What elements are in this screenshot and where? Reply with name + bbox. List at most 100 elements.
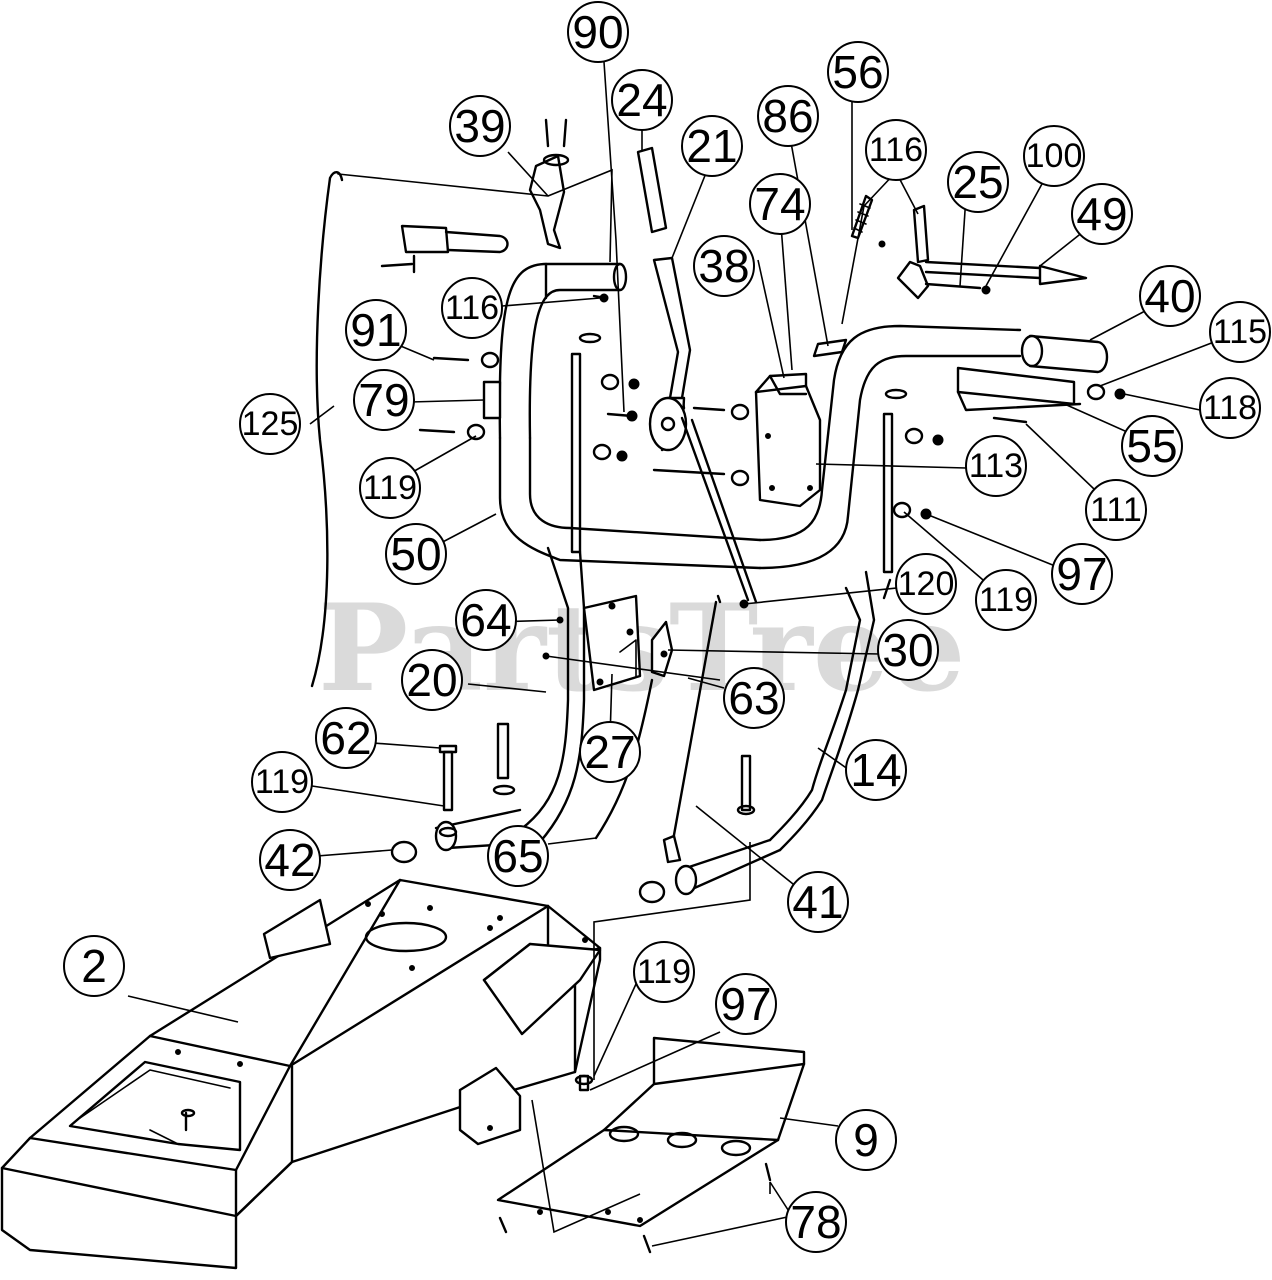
callout-63: 63 [723,667,785,729]
svg-text:65: 65 [492,830,543,882]
svg-text:63: 63 [728,672,779,724]
svg-text:2: 2 [81,940,107,992]
callout-42: 42 [259,829,321,891]
callout-39: 39 [449,95,511,157]
callout-25: 25 [947,151,1009,213]
svg-text:115: 115 [1213,313,1267,351]
svg-text:49: 49 [1076,188,1127,240]
callout-118: 118 [1199,377,1261,439]
svg-text:119: 119 [255,763,309,801]
callout-97-b: 97 [715,973,777,1035]
callout-41: 41 [787,871,849,933]
svg-text:118: 118 [1203,389,1257,427]
callout-120: 120 [895,553,957,615]
callout-91: 91 [345,299,407,361]
callout-27: 27 [579,721,641,783]
callout-86: 86 [757,85,819,147]
svg-text:90: 90 [572,6,623,58]
callout-119-b: 119 [975,569,1037,631]
svg-text:25: 25 [952,156,1003,208]
upper-handle [498,262,1022,570]
callout-79: 79 [353,369,415,431]
svg-text:74: 74 [754,178,805,230]
svg-text:55: 55 [1126,420,1177,472]
callout-62: 62 [315,707,377,769]
svg-text:119: 119 [363,469,417,507]
callout-113: 113 [965,435,1027,497]
callout-119-a: 119 [359,457,421,519]
callout-21: 21 [681,115,743,177]
bracket-plate [380,224,509,274]
svg-text:64: 64 [460,594,511,646]
svg-text:119: 119 [979,581,1033,619]
svg-text:120: 120 [898,565,955,603]
svg-text:79: 79 [358,374,409,426]
callout-125: 125 [239,393,301,455]
callout-49: 49 [1071,183,1133,245]
svg-text:125: 125 [242,405,299,443]
lower-bolts [390,722,772,1254]
grip-24 [636,146,668,234]
callout-55: 55 [1121,415,1183,477]
fasteners [418,293,1126,660]
callout-119-c: 119 [251,751,313,813]
svg-text:20: 20 [406,654,457,706]
svg-text:97: 97 [1056,548,1107,600]
svg-text:30: 30 [882,624,933,676]
callout-111: 111 [1085,479,1147,541]
clamp-39 [528,118,570,250]
cables-rods [310,171,758,864]
cable-pivot-25 [878,204,1088,300]
svg-text:56: 56 [832,46,883,98]
callout-30: 30 [877,619,939,681]
svg-text:119: 119 [637,953,691,991]
svg-text:40: 40 [1144,270,1195,322]
callout-2: 2 [63,935,125,997]
svg-text:116: 116 [869,131,923,169]
callout-40: 40 [1139,265,1201,327]
svg-text:100: 100 [1026,137,1083,175]
svg-text:62: 62 [320,712,371,764]
callout-9: 9 [835,1109,897,1171]
svg-text:86: 86 [762,90,813,142]
callout-119-d: 119 [633,941,695,1003]
label-79 [482,380,502,420]
svg-text:113: 113 [969,447,1023,485]
callout-64: 64 [455,589,517,651]
callout-65: 65 [487,825,549,887]
svg-text:78: 78 [790,1196,841,1248]
grip-55 [956,366,1082,412]
svg-text:50: 50 [390,528,441,580]
callout-20: 20 [401,649,463,711]
cover-plate [496,1036,806,1228]
svg-text:39: 39 [454,100,505,152]
callout-14: 14 [845,739,907,801]
callout-78: 78 [785,1191,847,1253]
svg-text:27: 27 [584,726,635,778]
svg-text:24: 24 [616,74,667,126]
chassis-deck [0,878,602,1270]
callout-56: 56 [827,41,889,103]
svg-text:91: 91 [350,304,401,356]
lever-30 [650,620,674,678]
callout-116-top: 116 [865,119,927,181]
lever-21 [648,256,692,452]
callout-100: 100 [1023,125,1085,187]
callout-115: 115 [1209,301,1271,363]
callout-97-a: 97 [1051,543,1113,605]
svg-text:21: 21 [686,120,737,172]
plate-86 [812,338,848,358]
svg-text:111: 111 [1090,491,1142,529]
svg-text:42: 42 [264,834,315,886]
callout-90: 90 [567,1,629,63]
callout-74: 74 [749,173,811,235]
svg-text:14: 14 [850,744,901,796]
svg-text:41: 41 [792,876,843,928]
grip-40 [1020,334,1109,374]
svg-text:116: 116 [445,289,499,327]
control-box [754,372,822,508]
callout-116-mid: 116 [441,277,503,339]
callout-24: 24 [611,69,673,131]
svg-text:97: 97 [720,978,771,1030]
